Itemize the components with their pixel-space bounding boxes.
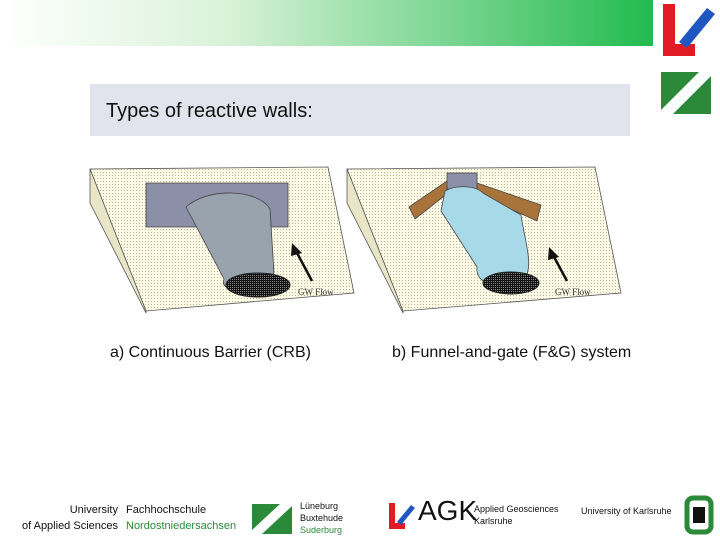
town-suderburg: Suderburg <box>300 525 343 535</box>
flow-arrowhead <box>291 243 302 256</box>
fh-line1: Fachhochschule <box>126 504 207 516</box>
karlsruhe-logo-icon <box>684 495 714 535</box>
fg-diagram: GW Flow <box>346 166 622 313</box>
title-banner: Types of reactive walls: <box>90 84 630 136</box>
crb-diagram: GW Flow <box>89 166 355 313</box>
agk-sub-line2: Karlsruhe <box>474 516 513 526</box>
soil-block-side <box>89 168 147 313</box>
university-logo-icon <box>663 4 715 56</box>
fh-side-logo-icon <box>659 68 713 122</box>
agk-subtitle: Applied Geosciences Karlsruhe <box>474 503 559 527</box>
plume <box>440 186 530 286</box>
fh-label: Fachhochschule Nordostniedersachsen <box>126 502 236 534</box>
plume-source <box>225 272 291 298</box>
plume-source <box>482 271 540 295</box>
fh-logo-icon <box>251 498 294 536</box>
top-gradient-bar <box>0 0 653 46</box>
university-label: University of Applied Sciences <box>10 502 118 534</box>
crb-flow-label: GW Flow <box>298 287 334 297</box>
flow-arrow <box>294 250 314 282</box>
university-line2: of Applied Sciences <box>21 520 118 532</box>
flow-arrow <box>551 254 569 282</box>
university-small-logo-icon <box>389 503 415 529</box>
agk-label: AGK <box>418 495 478 526</box>
fh-line2: Nordostniedersachsen <box>126 520 237 532</box>
soil-block-side <box>346 168 404 313</box>
campus-towns: Lüneburg Buxtehude Suderburg <box>300 500 343 536</box>
town-lueneburg: Lüneburg <box>300 501 339 511</box>
crb-caption: a) Continuous Barrier (CRB) <box>110 344 311 361</box>
karlsruhe-label: University of Karlsruhe <box>581 506 672 516</box>
fg-flow-label: GW Flow <box>555 287 591 297</box>
flow-arrowhead <box>548 247 559 260</box>
agk-sub-line1: Applied Geosciences <box>474 504 559 514</box>
university-line1: University <box>69 504 118 516</box>
town-buxtehude: Buxtehude <box>300 513 344 523</box>
slide-title: Types of reactive walls: <box>106 100 313 122</box>
fg-caption: b) Funnel-and-gate (F&G) system <box>392 344 632 361</box>
